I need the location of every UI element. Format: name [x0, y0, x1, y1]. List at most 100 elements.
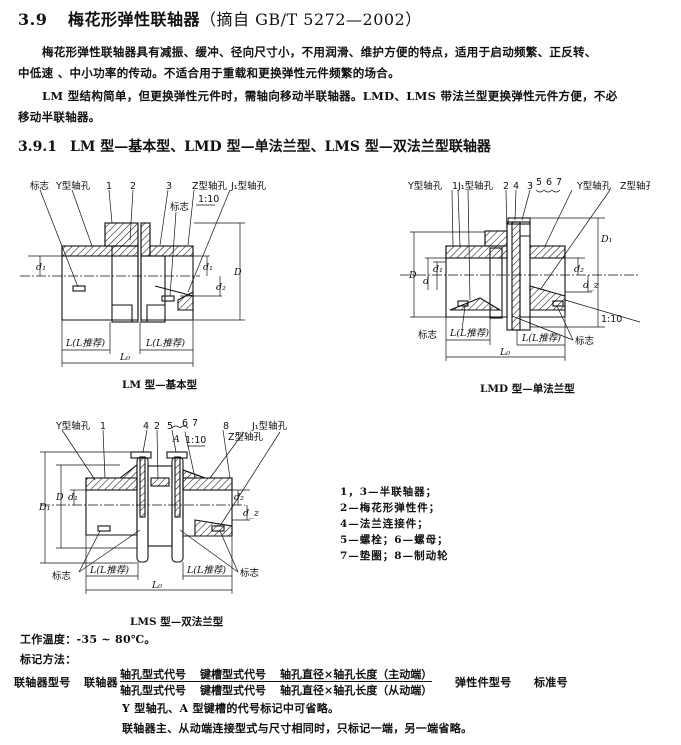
section-heading: 3.9 梅花形弹性联轴器（摘自 GB/T 5272—2002） [18, 6, 422, 30]
marking-numerator: 轴孔型式代号 键槽型式代号 轴孔直径×轴孔长度（主动端） [120, 666, 433, 682]
label-taper: 1:10 [198, 194, 219, 205]
marking-note: 联轴器主、从动端连接型式与尺寸相同时，只标记一端，另一端省略。 [122, 722, 473, 735]
label-mark-right: 标志 [240, 567, 259, 579]
subsection-number: 3.9.1 [18, 139, 57, 155]
label-L-right: L(L推荐) [145, 338, 185, 349]
denominator-bore-type: 轴孔型式代号 [120, 684, 186, 697]
label-j1-bore: J₁型轴孔 [251, 420, 288, 432]
label-dz: d_z [243, 508, 260, 519]
label-part-6: 6 [546, 177, 552, 188]
label-part-5: 5 [536, 177, 542, 188]
label-mark-right: 标志 [575, 335, 594, 347]
numerator-size: 轴孔直径×轴孔长度（主动端） [280, 668, 433, 681]
label-D: D [408, 270, 417, 281]
label-z-bore: Z型轴孔 [192, 180, 228, 192]
paragraph-line: 中低速 、中小功率的传动。不适合用于重载和更换弹性元件频繁的场合。 [18, 66, 400, 80]
label-part-4: 4 [143, 421, 149, 432]
marking-model: 联轴器型号 [14, 676, 71, 689]
figure-lms-caption: LMS 型—双法兰型 [130, 616, 224, 628]
label-part-6: 6 [182, 418, 188, 429]
label-L-right: L(L推荐) [521, 333, 561, 344]
label-part-1: 1 [452, 181, 458, 192]
label-d2: d₂ [234, 492, 244, 503]
label-z-bore: Z型轴孔 [620, 180, 650, 192]
label-d1: d₁ [433, 264, 443, 275]
label-D: D [233, 267, 242, 278]
marking-denominator: 轴孔型式代号 键槽型式代号 轴孔直径×轴孔长度（从动端） [120, 682, 432, 697]
section-title: 梅花形弹性联轴器 [68, 10, 201, 29]
section-number: 3.9 [18, 10, 48, 29]
label-part-1: 1 [106, 181, 112, 192]
label-d1: d₁ [36, 262, 46, 273]
label-part-2: 2 [503, 181, 509, 192]
label-mark-2: 标志 [170, 201, 189, 213]
label-part-7: 7 [556, 177, 562, 188]
marking-coupling: 联轴器 [84, 676, 118, 689]
paragraph-line: 梅花形弹性联轴器具有减振、缓冲、径向尺寸小，不用润滑、维护方便的特点，适用于启动… [42, 45, 597, 59]
label-L-left: L(L推荐) [65, 338, 105, 349]
section-source: （摘自 GB/T 5272—2002） [200, 10, 422, 29]
label-part-3: 3 [527, 181, 533, 192]
label-d1-right: d₁ [203, 262, 213, 273]
label-part-7: 7 [192, 418, 198, 429]
label-part-8: 8 [223, 421, 229, 432]
operating-temperature: 工作温度：-35 ~ 80℃。 [20, 633, 156, 646]
label-D1: D₁ [600, 234, 612, 245]
label-taper: 1:10 [185, 435, 206, 446]
subsection-title: LM 型—基本型、LMD 型—单法兰型、LMS 型—双法兰型联轴器 [70, 139, 491, 155]
label-A: A [172, 434, 180, 445]
label-y-bore: Y型轴孔 [55, 180, 91, 192]
label-y-bore-2: Y型轴孔 [576, 180, 612, 192]
label-d1: d₁ [68, 492, 78, 503]
label-L0: L₀ [119, 352, 130, 363]
label-part-3: 3 [166, 181, 172, 192]
marking-fraction: 轴孔型式代号键槽型式代号轴孔直径×轴孔长度（主动端） 轴孔型式代号键槽型式代号轴… [120, 666, 433, 697]
label-L-right: L(L推荐) [186, 565, 226, 576]
figure-lms-drawing: Y型轴孔 1 4 2 5 6 7 8 A 1:10 Z型轴孔 J₁型轴孔 D₁ … [38, 418, 288, 594]
label-L-left: L(L推荐) [89, 565, 129, 576]
marking-standard: 标准号 [534, 676, 568, 689]
label-z-bore: Z型轴孔 [228, 431, 264, 443]
label-d2: d₂ [574, 264, 584, 275]
marking-element: 弹性件型号 [455, 676, 512, 689]
numerator-bore-type: 轴孔型式代号 [120, 668, 186, 681]
label-y-bore: Y型轴孔 [407, 180, 443, 192]
label-L-left: L(L推荐) [449, 328, 489, 339]
legend-item: 1，3—半联轴器； [340, 486, 438, 498]
label-part-2: 2 [154, 421, 160, 432]
label-d: d [423, 276, 429, 287]
label-mark-left: 标志 [418, 329, 437, 341]
denominator-keyway-type: 键槽型式代号 [200, 684, 266, 697]
figure-lm-caption: LM 型—基本型 [122, 379, 198, 391]
legend-item: 7—垫圈；8—制动轮 [340, 550, 449, 562]
label-part-5: 5 [167, 421, 173, 432]
label-part-1: 1 [100, 421, 106, 432]
legend-item: 5—螺栓；6—螺母； [340, 534, 449, 546]
paragraph-line: 移动半联轴器。 [18, 110, 101, 124]
figure-lmd-drawing: Y型轴孔 1 J₁型轴孔 2 4 3 5 6 7 Y型轴孔 Z型轴孔 D d d… [400, 177, 650, 361]
numerator-keyway-type: 键槽型式代号 [200, 668, 266, 681]
label-L0: L₀ [151, 580, 162, 591]
figure-lm-drawing: 标志 Y型轴孔 1 2 3 Z型轴孔 J₁型轴孔 标志 1:10 d₁ d₁ d… [20, 180, 267, 367]
label-mark-left: 标志 [52, 570, 71, 582]
label-L0: L₀ [499, 347, 510, 358]
label-D: D [55, 492, 64, 503]
label-y-bore: Y型轴孔 [55, 420, 91, 432]
paragraph-line: LM 型结构简单，但更换弹性元件时，需轴向移动半联轴器。LMD、LMS 带法兰型… [42, 89, 618, 103]
denominator-size: 轴孔直径×轴孔长度（从动端） [280, 684, 433, 697]
legend-item: 2—梅花形弹性件； [340, 502, 441, 514]
label-d2: d₂ [216, 282, 226, 293]
figure-lmd-caption: LMD 型—单法兰型 [480, 383, 575, 395]
marking-label: 标记方法： [20, 653, 77, 666]
label-j1-bore: J₁型轴孔 [230, 180, 267, 192]
label-mark: 标志 [30, 180, 49, 192]
label-dz: d_z [583, 280, 600, 291]
label-part-4: 4 [513, 181, 519, 192]
marking-note: Y 型轴孔、A 型键槽的代号标记中可省略。 [122, 702, 340, 715]
label-D1: D₁ [38, 502, 50, 513]
label-j1-bore: J₁型轴孔 [457, 180, 494, 192]
label-part-2: 2 [130, 181, 136, 192]
label-taper: 1:10 [601, 314, 622, 325]
legend-item: 4—法兰连接件； [340, 518, 429, 530]
subsection-heading: 3.9.1 LM 型—基本型、LMD 型—单法兰型、LMS 型—双法兰型联轴器 [18, 136, 491, 156]
